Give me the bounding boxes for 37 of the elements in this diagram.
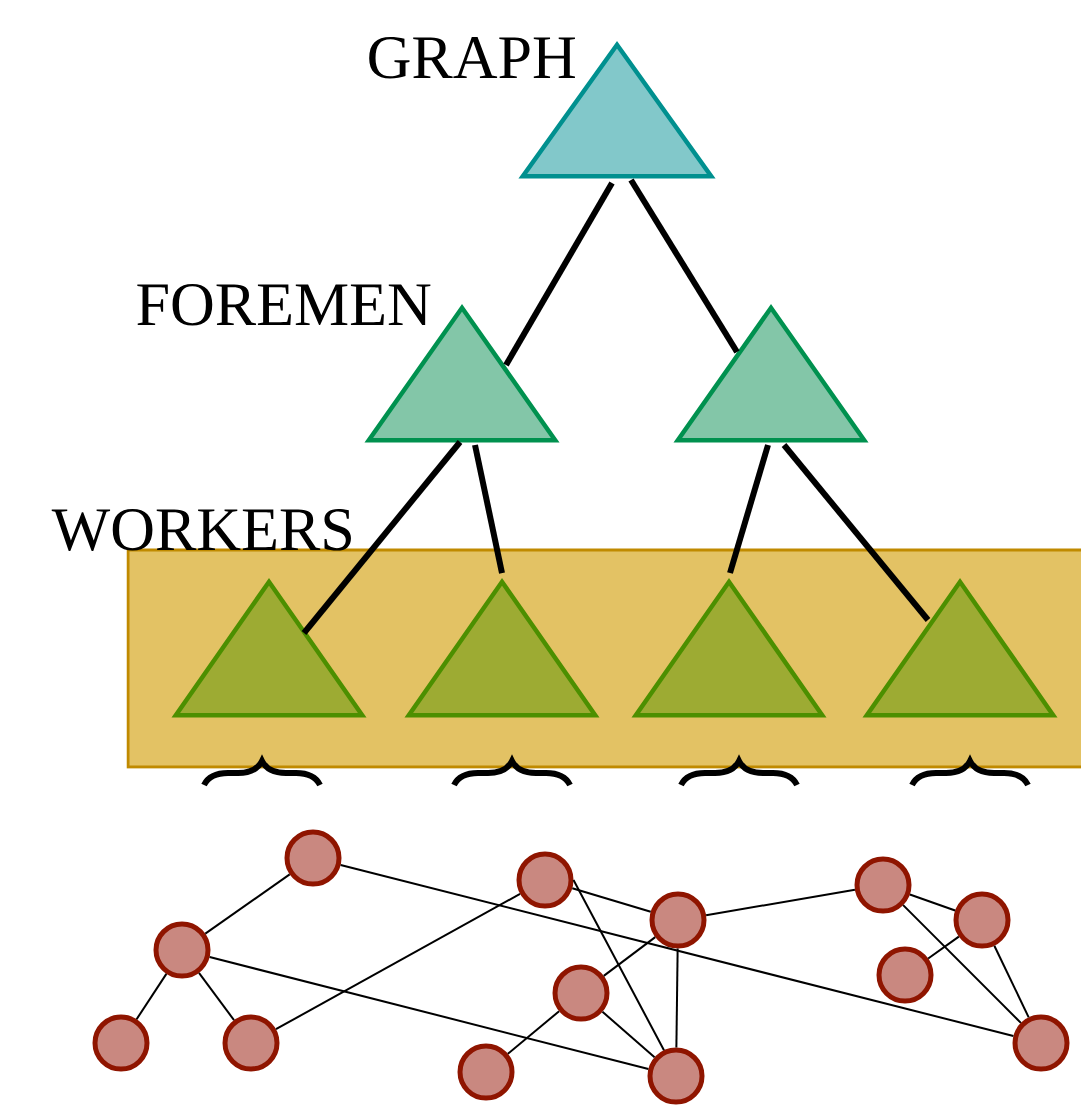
graph-vertex <box>854 856 912 914</box>
graph-edge <box>571 887 652 913</box>
graph-edge <box>927 935 960 960</box>
graph-edge <box>572 879 665 1052</box>
graph-vertex <box>953 891 1011 949</box>
graph-edge <box>339 864 1015 1037</box>
graph-vertex <box>516 851 574 909</box>
graph-vertex <box>649 891 707 949</box>
graph-vertex <box>457 1043 515 1101</box>
graph-edge <box>274 892 522 1031</box>
graph-vertex <box>284 829 342 887</box>
graph-vertex <box>876 946 934 1004</box>
graph-vertex <box>647 1047 705 1105</box>
tree-line <box>781 443 931 622</box>
graph-edge <box>208 956 650 1070</box>
tree-line <box>301 440 463 635</box>
graph-vertex <box>1012 1014 1070 1072</box>
tree-line <box>503 181 615 367</box>
graph-edge <box>198 971 235 1022</box>
level-label: WORKERS <box>51 508 351 551</box>
graph-edge <box>908 893 957 912</box>
graph-edge <box>675 947 679 1049</box>
level-label: FOREMEN <box>137 283 431 326</box>
graph-edge <box>204 873 291 935</box>
graph-edge <box>506 1010 561 1055</box>
graph-edge <box>902 904 1022 1024</box>
graph-vertex <box>222 1014 280 1072</box>
graph-edge <box>705 888 856 917</box>
level-label: GRAPH <box>369 36 575 79</box>
graph-vertex <box>153 921 211 979</box>
graph-edge <box>993 944 1030 1019</box>
graph-vertex <box>552 964 610 1022</box>
graph-edge <box>602 936 657 977</box>
graph-vertex <box>92 1014 150 1072</box>
graph-edge <box>601 1010 656 1059</box>
tree-line <box>628 178 740 354</box>
graph-edge <box>135 972 168 1021</box>
